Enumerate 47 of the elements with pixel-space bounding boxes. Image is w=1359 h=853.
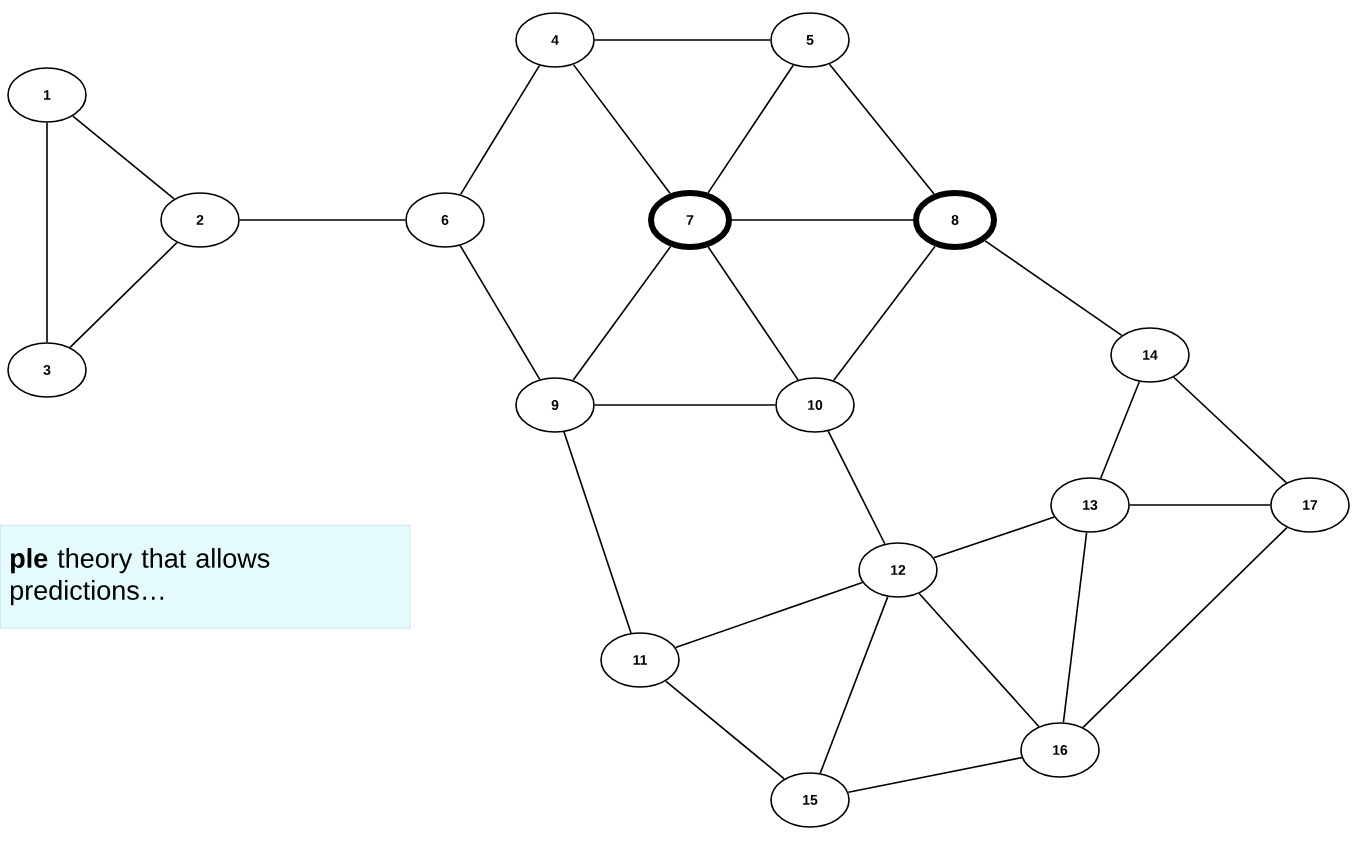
graph-node: 14 bbox=[1110, 327, 1190, 383]
edge-line bbox=[828, 63, 935, 195]
edge-line bbox=[69, 241, 178, 349]
graph-node: 9 bbox=[515, 377, 595, 433]
graph-node: 10 bbox=[775, 377, 855, 433]
edge-line bbox=[1062, 531, 1088, 724]
edge-line bbox=[832, 245, 936, 382]
edge-line bbox=[563, 431, 632, 634]
edge-line bbox=[572, 63, 671, 195]
graph-node: 17 bbox=[1270, 477, 1350, 533]
graph-node: 6 bbox=[405, 192, 485, 248]
edge-line bbox=[1173, 376, 1288, 484]
graph-node: 1 bbox=[7, 67, 87, 123]
edge-line bbox=[572, 245, 672, 382]
edge-line bbox=[239, 219, 406, 221]
edge-line bbox=[707, 246, 799, 381]
edge-line bbox=[594, 39, 771, 41]
graph-node: 8 bbox=[913, 190, 997, 250]
graph-node: 16 bbox=[1020, 722, 1100, 778]
edge-line bbox=[664, 680, 786, 780]
graph-node: 7 bbox=[648, 190, 732, 250]
edge-line bbox=[827, 430, 886, 545]
edge-line bbox=[72, 115, 175, 200]
text-box: ple theory that allows predictions… bbox=[0, 524, 411, 629]
edge-line bbox=[674, 581, 864, 649]
edge-line bbox=[731, 219, 914, 221]
graph-node: 3 bbox=[7, 342, 87, 398]
edge-line bbox=[918, 592, 1040, 728]
edge-line bbox=[46, 122, 48, 343]
graph-node: 15 bbox=[770, 772, 850, 828]
edge-line bbox=[819, 596, 889, 774]
graph-node: 13 bbox=[1050, 477, 1130, 533]
graph-node: 12 bbox=[858, 542, 938, 598]
graph-node: 2 bbox=[160, 192, 240, 248]
edge-line bbox=[707, 64, 794, 194]
edge-line bbox=[459, 64, 541, 196]
edge-line bbox=[1099, 380, 1141, 479]
graph-node: 4 bbox=[515, 12, 595, 68]
edge-line bbox=[933, 516, 1055, 559]
graph-node: 11 bbox=[600, 632, 680, 688]
edge-line bbox=[1082, 526, 1288, 729]
graph-node: 5 bbox=[770, 12, 850, 68]
edge-line bbox=[1129, 504, 1271, 506]
edge-line bbox=[459, 244, 541, 381]
edge-line bbox=[984, 240, 1123, 337]
edge-line bbox=[847, 756, 1023, 794]
edge-line bbox=[594, 404, 776, 406]
